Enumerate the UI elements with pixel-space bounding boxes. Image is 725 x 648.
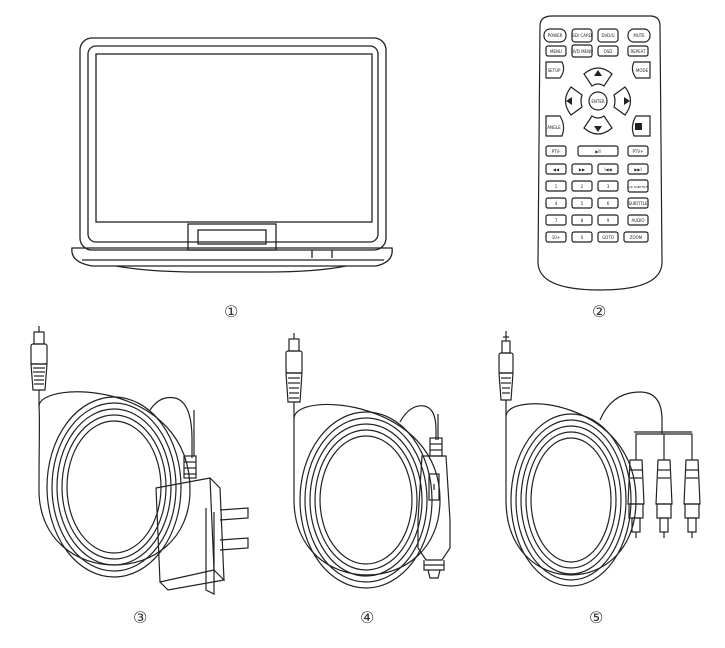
repeat-label: REPEAT [630,49,646,54]
audio-label: AUDIO [631,218,644,223]
mode-label: MODE [636,68,649,73]
key-6: 6 [607,201,610,206]
car-plug-switch [428,473,440,501]
item-label-3: ③ [133,608,148,627]
power-label: POWER [548,33,563,38]
key-4: 4 [555,201,558,206]
dc-plug-tip [33,331,45,345]
key-1: 1 [555,184,558,189]
osd-label: OSD [604,49,613,54]
remote-labels: POWER SD/ CARD DVD/U MUTE MENU DVD MENU … [547,33,648,240]
key-7: 7 [555,218,558,223]
left-arrow-icon [566,97,572,105]
remote-numpad [545,179,649,243]
key-3: 3 [607,184,610,189]
player-screen [95,53,373,223]
cable-coil [38,391,191,578]
dc-plug-body [30,343,48,365]
car-charger [285,333,451,589]
play-pause-label: ▶II [595,149,600,154]
item-label-5: ⑤ [589,608,604,627]
up-arrow-icon [594,70,602,76]
key-2: 2 [581,184,584,189]
stop-icon [635,123,642,130]
previous-icon: I◀◀ [604,167,612,172]
key-10-plus: 10+ [552,235,560,240]
item-label-1: ① [224,302,239,321]
car-plug-body [417,455,451,561]
right-arrow-icon [624,97,630,105]
menu-label: MENU [550,49,562,54]
fast-forward-icon: ▶▶ [579,167,586,172]
zoom-label: ZOOM [630,235,643,240]
rca-plugs [627,459,701,538]
dvd-player [71,37,393,273]
dvd-u-label: DVD/U [601,33,614,38]
remote-row2 [545,44,649,58]
goto-label: GOTO [602,235,614,240]
ac-adapter [30,326,249,595]
next-icon: ▶▶I [634,167,641,172]
remote-control [537,15,663,291]
player-base [71,247,393,267]
rewind-icon: ◀◀ [553,167,560,172]
item-label-4: ④ [360,608,375,627]
player-hinge [187,223,277,251]
remote-body [537,15,663,291]
key-5: 5 [581,201,584,206]
av-cable [498,331,701,587]
remote-dpad [545,61,651,137]
key-9: 9 [607,218,610,223]
key-0: 0 [581,235,584,240]
cable-coil-av [505,403,637,587]
down-arrow-icon [594,126,602,132]
subtitle-label: SUBTITLE [628,201,648,206]
mute-label: MUTE [633,33,645,38]
angle-label: ANGLE [547,125,561,130]
remote-transport [545,145,649,175]
ptv-plus-label: PTV+ [633,149,644,154]
lr-subtitle-label: L/R SUBTITLE [628,185,648,189]
adapter-prongs [219,507,249,521]
strain-relief [183,455,197,479]
remote-row1 [543,28,651,43]
adapter-body [155,477,215,583]
key-8: 8 [581,218,584,223]
ptv-minus-label: PTV- [552,149,561,154]
cable-coil-car [293,403,441,589]
enter-label: ENTER [591,99,604,104]
player-bezel [87,45,379,243]
sd-card-label: SD/ CARD [572,33,592,38]
dvd-menu-label: DVD MENU [571,49,593,54]
item-label-2: ② [592,302,607,321]
setup-label: SETUP [548,68,561,73]
